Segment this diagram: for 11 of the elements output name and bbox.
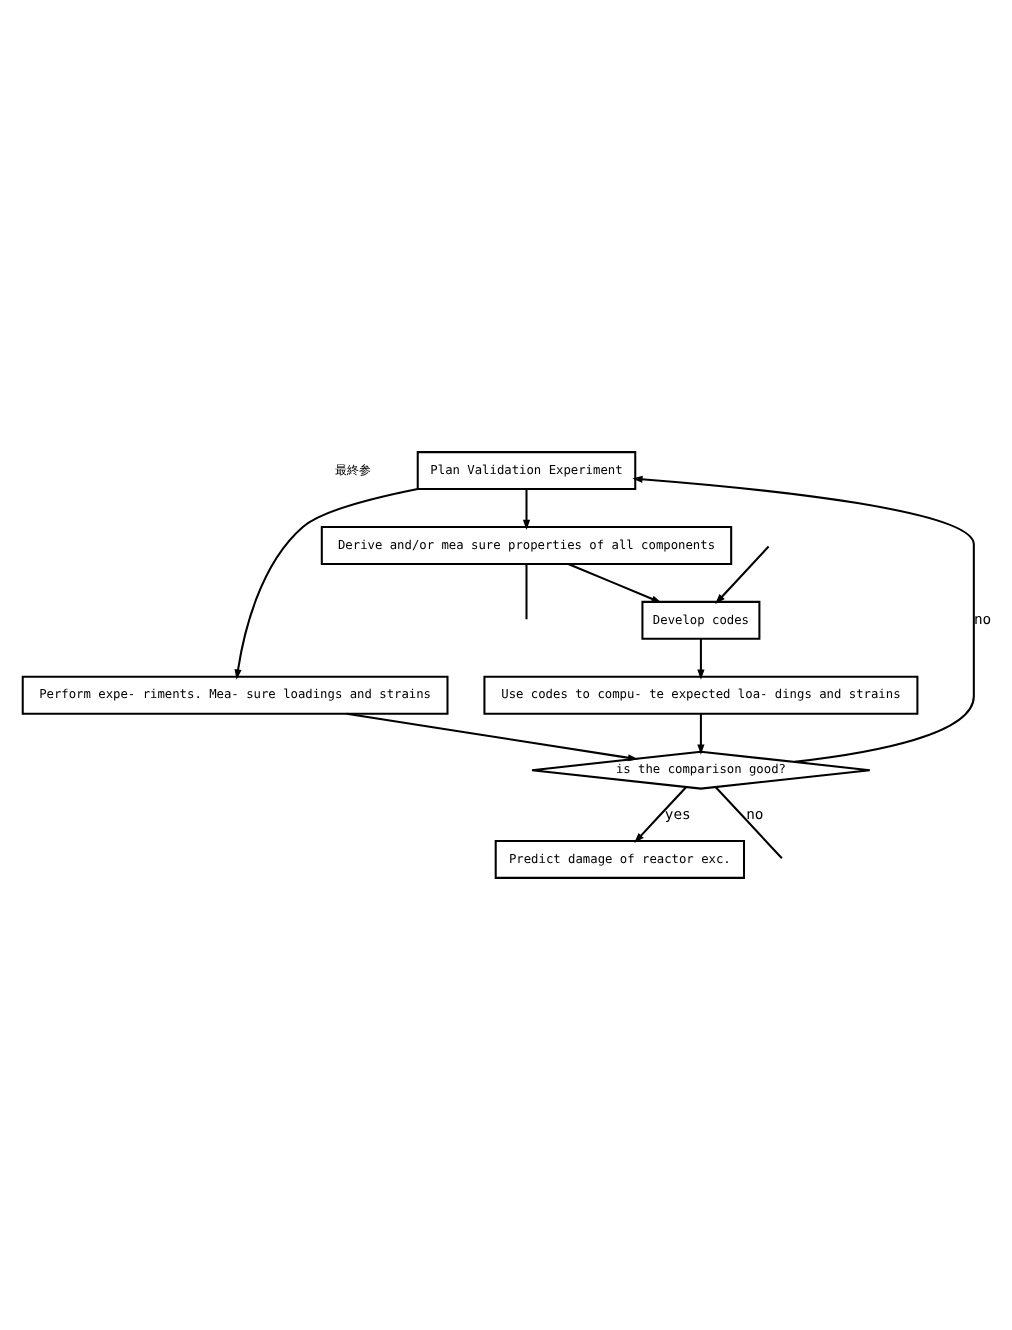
arrow	[714, 545, 769, 605]
arrow	[696, 713, 704, 755]
arrow	[633, 786, 686, 843]
arrow	[233, 487, 417, 680]
arrow	[566, 563, 661, 603]
arrow	[631, 475, 974, 763]
arrow	[345, 712, 638, 762]
arrow	[521, 489, 530, 531]
connector	[524, 564, 527, 620]
connector	[714, 786, 782, 859]
arrow	[696, 639, 704, 680]
